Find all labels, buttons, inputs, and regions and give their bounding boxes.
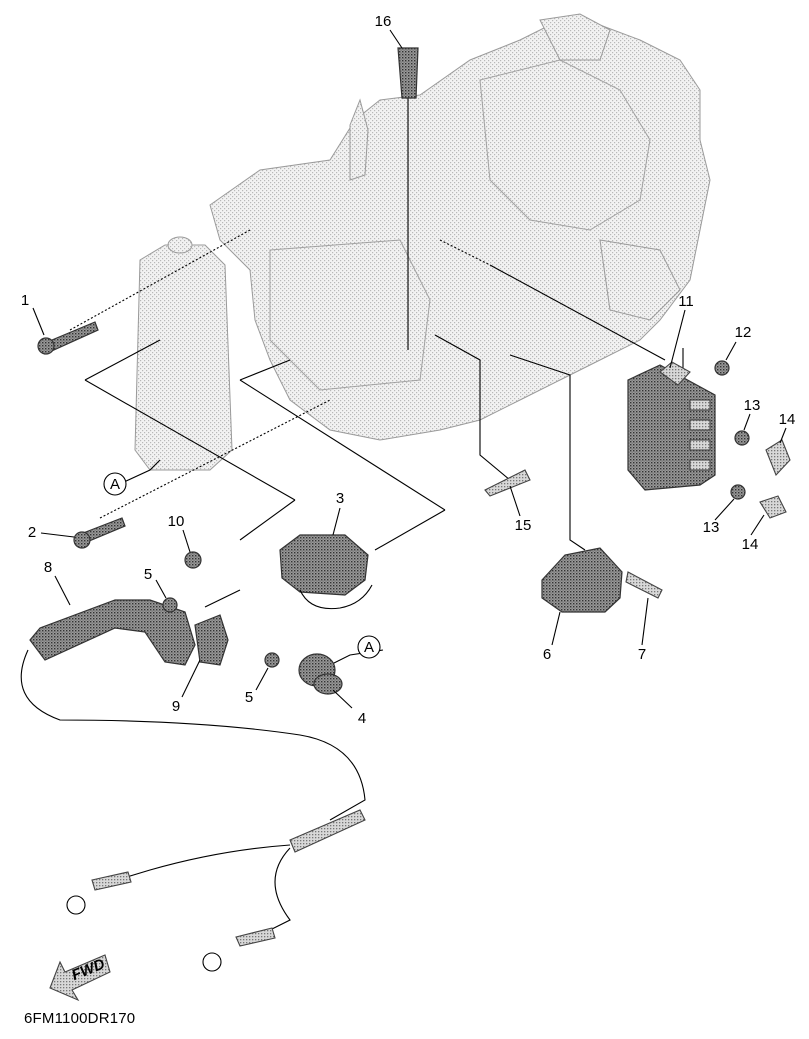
battery-cable-grommet [29, 599, 229, 666]
ref-mark-a-2: A [357, 635, 381, 659]
callout-1: 1 [21, 292, 29, 309]
callout-3: 3 [336, 490, 344, 507]
callout-4: 4 [358, 710, 366, 727]
callout-6: 6 [543, 646, 551, 663]
callout-13: 13 [744, 397, 761, 414]
battery-cable [20, 649, 366, 972]
leader-lines [69, 98, 684, 666]
drawing-code: 6FM1100DR170 [24, 1010, 136, 1027]
callout-5: 5 [245, 689, 253, 706]
fwd-direction-arrow: FWD [49, 954, 111, 1002]
callout-8: 8 [44, 559, 52, 576]
callout-9: 9 [172, 698, 180, 715]
callout-13: 13 [703, 519, 720, 536]
callout-10: 10 [168, 513, 185, 530]
callout-7: 7 [638, 646, 646, 663]
callout-15: 15 [515, 517, 532, 534]
callout-14: 14 [742, 536, 759, 553]
engine-block-ghost [209, 13, 711, 441]
ignition-coil-ghost [134, 236, 233, 471]
ref-mark-text: A [110, 476, 120, 493]
ref-mark-text: A [364, 639, 374, 656]
callout-12: 12 [735, 324, 752, 341]
cdi-unit [541, 547, 623, 613]
callout-11: 11 [678, 293, 694, 310]
rectifier-regulator [627, 361, 716, 491]
bolts-nuts [37, 47, 791, 668]
capacitor-part [298, 653, 343, 695]
ignition-module [279, 534, 373, 610]
callout-5: 5 [144, 566, 152, 583]
ref-mark-a-1: A [103, 472, 127, 496]
callout-2: 2 [28, 524, 36, 541]
callout-labels: 1 2 3 4 5 5 6 7 8 9 10 11 12 13 13 14 14… [21, 13, 796, 727]
callout-leaders [32, 29, 787, 709]
callout-14: 14 [779, 411, 796, 428]
callout-16: 16 [375, 13, 392, 30]
